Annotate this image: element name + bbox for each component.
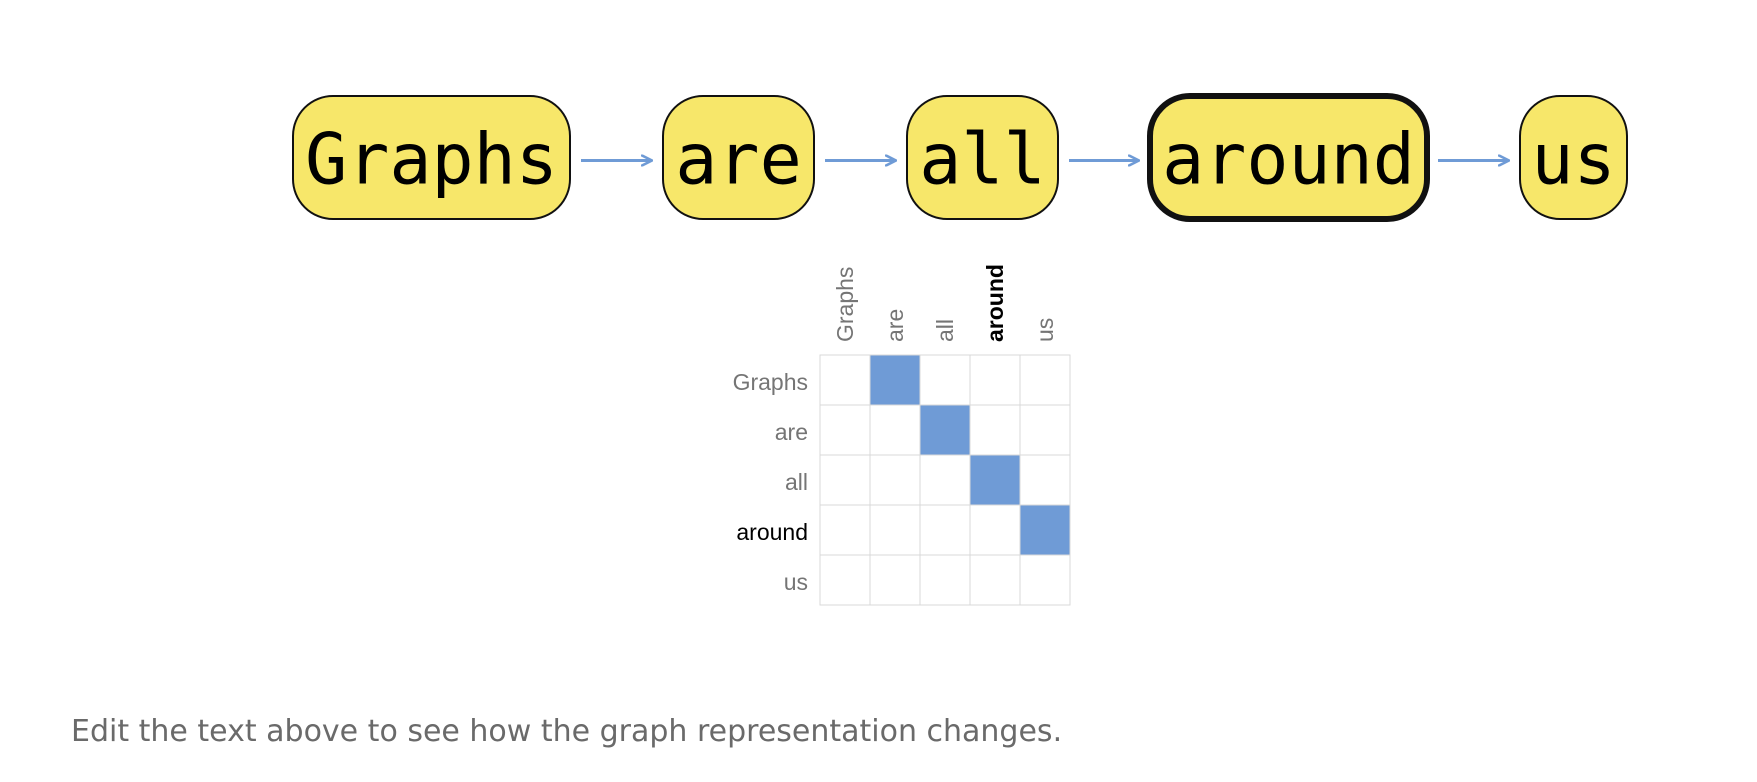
graph-node: are (662, 95, 815, 220)
graph-node-label: around (1162, 119, 1415, 201)
graph-node-label: are (675, 119, 801, 201)
matrix-cell (969, 504, 1021, 556)
matrix-cell (919, 504, 971, 556)
matrix-row-label: us (784, 569, 808, 595)
matrix-cell (1019, 554, 1071, 606)
matrix-cell (819, 354, 871, 406)
matrix-row-label: are (775, 419, 808, 445)
matrix-cell (1019, 454, 1071, 506)
matrix-cell (919, 554, 971, 606)
graph-node-box (292, 95, 571, 220)
matrix-cell-filled (1019, 504, 1071, 556)
matrix-col-label: Graphs (832, 267, 858, 342)
instruction-caption: Edit the text above to see how the graph… (71, 714, 1063, 749)
matrix-cell-filled (919, 404, 971, 456)
graph-node-box (1519, 95, 1628, 220)
matrix-cell (969, 404, 1021, 456)
matrix-cell (819, 554, 871, 606)
graph-node-label: all (919, 119, 1045, 201)
matrix-cell-filled (869, 354, 921, 406)
graph-node: Graphs (292, 95, 571, 220)
matrix-row-label: Graphs (733, 369, 808, 395)
graph-node: us (1519, 95, 1628, 220)
graph-node: all (906, 95, 1059, 220)
graph-node-label: Graphs (305, 119, 558, 201)
matrix-cell (969, 554, 1021, 606)
matrix-cell (869, 454, 921, 506)
matrix-cell (819, 454, 871, 506)
graph-node-box (662, 95, 815, 220)
matrix-row-label: around (736, 519, 808, 545)
matrix-cell-filled (969, 454, 1021, 506)
matrix-cell (919, 454, 971, 506)
matrix-cell (969, 354, 1021, 406)
graph-node-label: us (1531, 119, 1615, 201)
graph-node: around (1147, 93, 1430, 222)
matrix-col-label: are (882, 309, 908, 342)
graph-node-box (906, 95, 1059, 220)
matrix-col-label: around (982, 264, 1008, 342)
matrix-cell (869, 504, 921, 556)
matrix-cell (1019, 404, 1071, 456)
matrix-row-label: all (785, 469, 808, 495)
matrix-cell (919, 354, 971, 406)
matrix-cell (869, 404, 921, 456)
graph-node-box (1147, 93, 1430, 222)
matrix-cell (869, 554, 921, 606)
matrix-col-label: all (932, 319, 958, 342)
matrix-cell (819, 504, 871, 556)
matrix-col-label: us (1032, 318, 1058, 342)
nodes-layer: Graphs are all around us (292, 93, 1628, 222)
matrix-cell (819, 404, 871, 456)
matrix-cell (1019, 354, 1071, 406)
